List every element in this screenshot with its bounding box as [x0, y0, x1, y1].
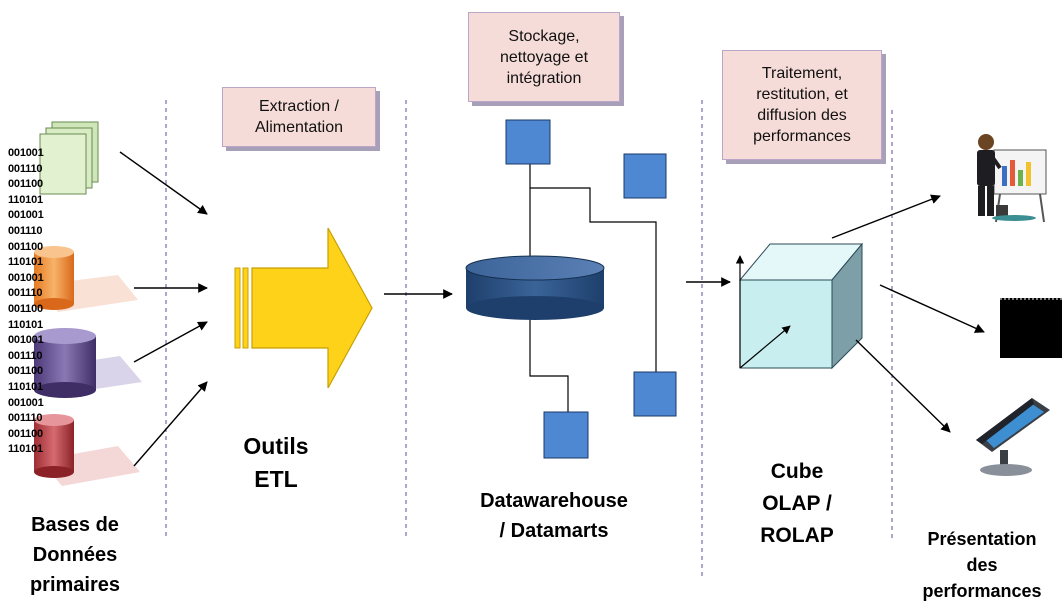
arrow — [855, 339, 951, 433]
extraction-label: Extraction / Alimentation — [254, 98, 344, 136]
datamart-squares — [505, 119, 677, 459]
separators — [165, 100, 893, 580]
purple-database-icon — [34, 328, 142, 398]
document-stack-icon — [39, 121, 99, 195]
bases-label: Bases de Données primaires — [29, 514, 121, 596]
presenter-icon — [977, 134, 1047, 223]
orange-database-icon — [34, 246, 138, 312]
datamart-square — [623, 153, 667, 199]
traitement-box: Traitement, restitution, et diffusion de… — [722, 50, 882, 160]
printer-icon — [1000, 298, 1062, 358]
datamart-square — [505, 119, 551, 165]
red-database-icon — [34, 414, 140, 486]
arrow — [119, 151, 208, 215]
warehouse-database-icon — [465, 255, 605, 320]
binary-digits: 001001 001110 001100 110101 001001 00111… — [8, 147, 44, 456]
olap-cube-icon — [735, 242, 864, 370]
extraction-box: Extraction / Alimentation — [222, 87, 376, 147]
arrow — [831, 194, 941, 239]
output-arrows — [831, 194, 985, 433]
arrow — [133, 381, 208, 467]
network-lines — [529, 164, 657, 412]
stockage-label: Stockage, nettoyage et intégration — [499, 27, 589, 87]
traitement-label: Traitement, restitution, et diffusion de… — [753, 65, 851, 145]
datawarehouse-label: Datawarehouse / Datamarts — [480, 490, 628, 542]
source-arrows — [119, 151, 208, 467]
etl-arrow-icon — [234, 227, 373, 389]
arrow — [879, 284, 985, 333]
arrow — [133, 321, 208, 363]
cube-label: Cube OLAP / ROLAP — [760, 460, 834, 547]
presentation-label: Présentation des performances — [922, 529, 1042, 601]
etl-label: Outils ETL — [243, 433, 309, 492]
datamart-square — [633, 371, 677, 417]
monitor-icon — [976, 398, 1050, 476]
datamart-square — [543, 411, 589, 459]
stockage-box: Stockage, nettoyage et intégration — [468, 12, 620, 102]
